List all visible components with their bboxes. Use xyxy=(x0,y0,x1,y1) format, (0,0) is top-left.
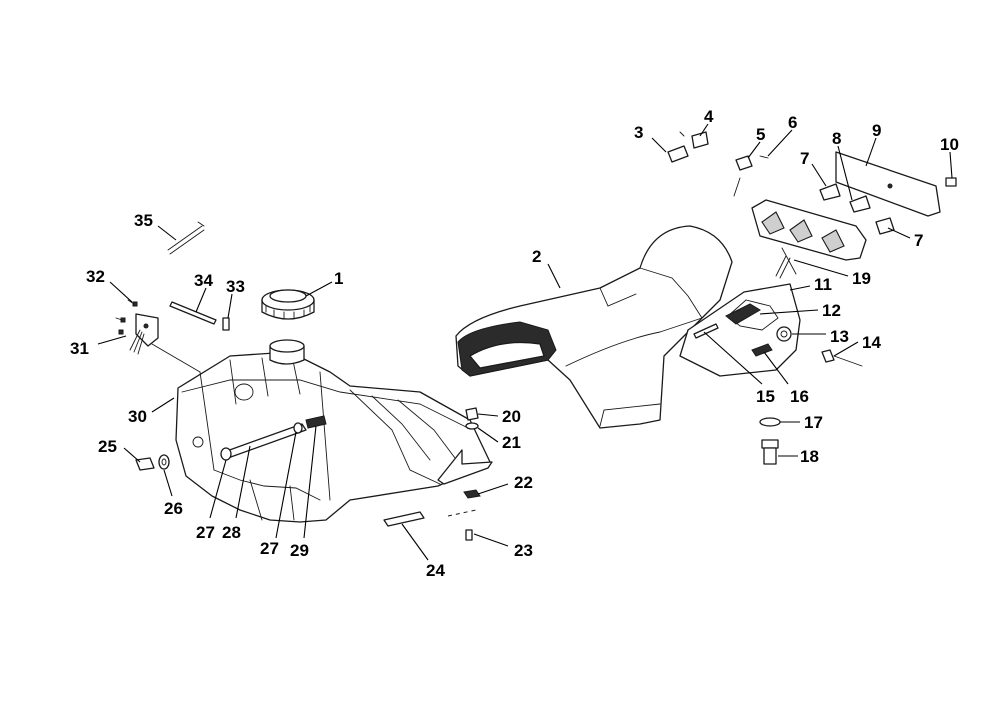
screw xyxy=(945,177,957,187)
reflector-parts xyxy=(667,131,769,197)
tank-strap xyxy=(220,415,327,461)
callout-26: 26 xyxy=(164,499,183,518)
fuel-cap xyxy=(261,289,315,320)
callouts: 1 2 3 4 5 6 7 7 8 9 10 11 12 13 14 15 16… xyxy=(70,107,959,580)
pin xyxy=(693,323,719,339)
bolt-18 xyxy=(761,439,779,465)
fuel-tank xyxy=(175,339,493,523)
bolt xyxy=(821,349,863,367)
bulbs xyxy=(819,183,895,235)
callout-5: 5 xyxy=(756,125,765,144)
seat xyxy=(455,225,733,429)
callout-2: 2 xyxy=(532,247,541,266)
callout-24: 24 xyxy=(426,561,445,580)
callout-8: 8 xyxy=(832,129,841,148)
callout-20: 20 xyxy=(502,407,521,426)
callout-7a: 7 xyxy=(800,149,809,168)
callout-14: 14 xyxy=(862,333,881,352)
callout-35: 35 xyxy=(134,211,153,230)
callout-28: 28 xyxy=(222,523,241,542)
callout-6: 6 xyxy=(788,113,797,132)
tail-light-harness xyxy=(775,255,791,279)
callout-3: 3 xyxy=(634,123,643,142)
callout-11: 11 xyxy=(814,275,832,294)
leader-lines xyxy=(97,123,953,561)
nut-washer xyxy=(465,407,479,430)
callout-7b: 7 xyxy=(914,231,923,250)
callout-15: 15 xyxy=(756,387,775,406)
callout-33: 33 xyxy=(226,277,245,296)
callout-27b: 27 xyxy=(260,539,279,558)
drain-plug xyxy=(135,454,170,471)
clip xyxy=(725,303,761,325)
callout-12: 12 xyxy=(822,301,841,320)
callout-13: 13 xyxy=(830,327,849,346)
clip-nut xyxy=(751,343,773,357)
sender-plate xyxy=(129,313,201,373)
callout-18: 18 xyxy=(800,447,819,466)
callout-17: 17 xyxy=(804,413,823,432)
callout-10: 10 xyxy=(940,135,959,154)
callout-16: 16 xyxy=(790,387,809,406)
side-cover xyxy=(679,283,801,377)
callout-30: 30 xyxy=(128,407,147,426)
fitting xyxy=(222,317,230,331)
wire xyxy=(167,221,205,255)
callout-9: 9 xyxy=(872,121,881,140)
washer xyxy=(759,417,781,427)
callout-32: 32 xyxy=(86,267,105,286)
lens-bracket xyxy=(835,151,941,217)
callout-31: 31 xyxy=(70,339,89,358)
rod xyxy=(169,301,217,325)
callout-21: 21 xyxy=(502,433,521,452)
grommet xyxy=(776,326,792,342)
callout-4: 4 xyxy=(704,107,714,126)
callout-29: 29 xyxy=(290,541,309,560)
callout-1: 1 xyxy=(334,269,343,288)
tail-light xyxy=(751,199,867,275)
callout-27a: 27 xyxy=(196,523,215,542)
callout-22: 22 xyxy=(514,473,533,492)
bracket-hole xyxy=(887,183,893,189)
callout-19: 19 xyxy=(852,269,871,288)
callout-25: 25 xyxy=(98,437,117,456)
callout-34: 34 xyxy=(194,271,213,290)
callout-23: 23 xyxy=(514,541,533,560)
bracket-hardware xyxy=(383,489,481,541)
sender-screws xyxy=(115,299,138,335)
